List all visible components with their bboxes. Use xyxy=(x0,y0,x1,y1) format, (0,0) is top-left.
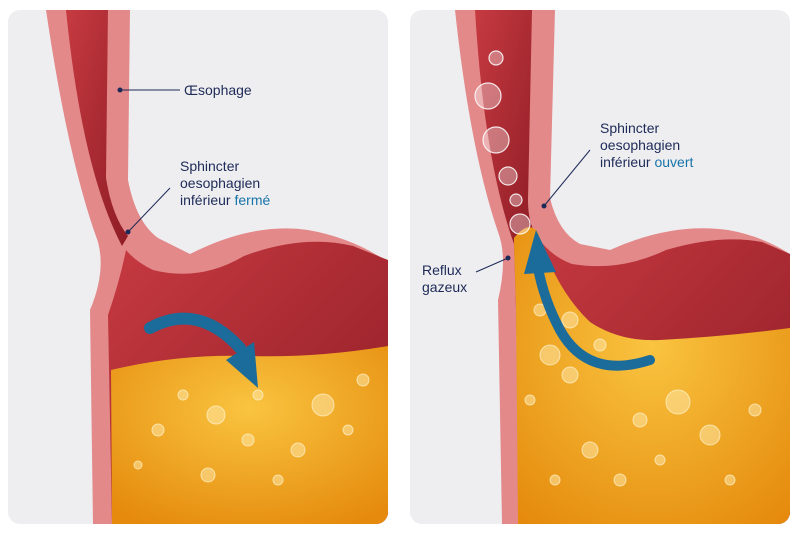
reflux-leader-dot xyxy=(505,255,511,261)
esophagus-label: Œsophage xyxy=(184,82,252,99)
open-sphincter-label: Sphincter oesophagien inférieur ouvert xyxy=(600,120,693,171)
sphincter-leader-dot xyxy=(125,229,131,235)
closed-sphincter-line1: Sphincter xyxy=(180,158,240,174)
gas-bubble-icon xyxy=(133,373,370,486)
closed-sphincter-line3-text: inférieur xyxy=(180,192,231,208)
open-sphincter-leader xyxy=(543,149,591,207)
reflux-leader xyxy=(475,257,509,273)
reflux-label: Reflux gazeux xyxy=(422,262,467,296)
closed-arrow-head xyxy=(226,342,258,388)
open-sphincter-line2: oesophagien xyxy=(600,137,681,153)
closed-sphincter-label: Sphincter oesophagien inférieur fermé xyxy=(180,158,270,209)
esophagus-bubbles xyxy=(474,50,531,235)
esophagus-lumen xyxy=(475,10,536,244)
closed-sphincter-line2: oesophagien xyxy=(180,175,261,191)
closed-arrow-icon xyxy=(144,312,246,354)
reflux-line2: gazeux xyxy=(422,279,468,295)
open-sphincter-panel: Sphincter oesophagien inférieur ouvert R… xyxy=(410,10,790,524)
esophagus-label-text: Œsophage xyxy=(184,82,252,98)
closed-sphincter-line3: inférieur fermé xyxy=(180,192,270,209)
closed-state-word: fermé xyxy=(234,192,271,208)
esophagus-lumen xyxy=(66,10,128,246)
reflux-line1: Reflux xyxy=(422,262,462,278)
reflux-arrow-icon xyxy=(533,263,655,371)
esophagus-leader-dot xyxy=(117,87,123,93)
closed-sphincter-panel: Œsophage Sphincter oesophagien inférieur… xyxy=(8,10,388,524)
open-sphincter-leader-dot xyxy=(541,203,547,209)
sphincter-leader xyxy=(127,187,171,233)
closed-stomach-illustration xyxy=(46,10,388,524)
reflux-arrow-head xyxy=(524,230,556,274)
open-sphincter-line3: inférieur ouvert xyxy=(600,154,693,171)
gas-bubble-icon xyxy=(524,303,762,487)
open-state-word: ouvert xyxy=(654,154,694,170)
open-stomach-illustration xyxy=(455,10,790,524)
open-sphincter-line1: Sphincter xyxy=(600,120,660,136)
open-sphincter-line3-text: inférieur xyxy=(600,154,651,170)
